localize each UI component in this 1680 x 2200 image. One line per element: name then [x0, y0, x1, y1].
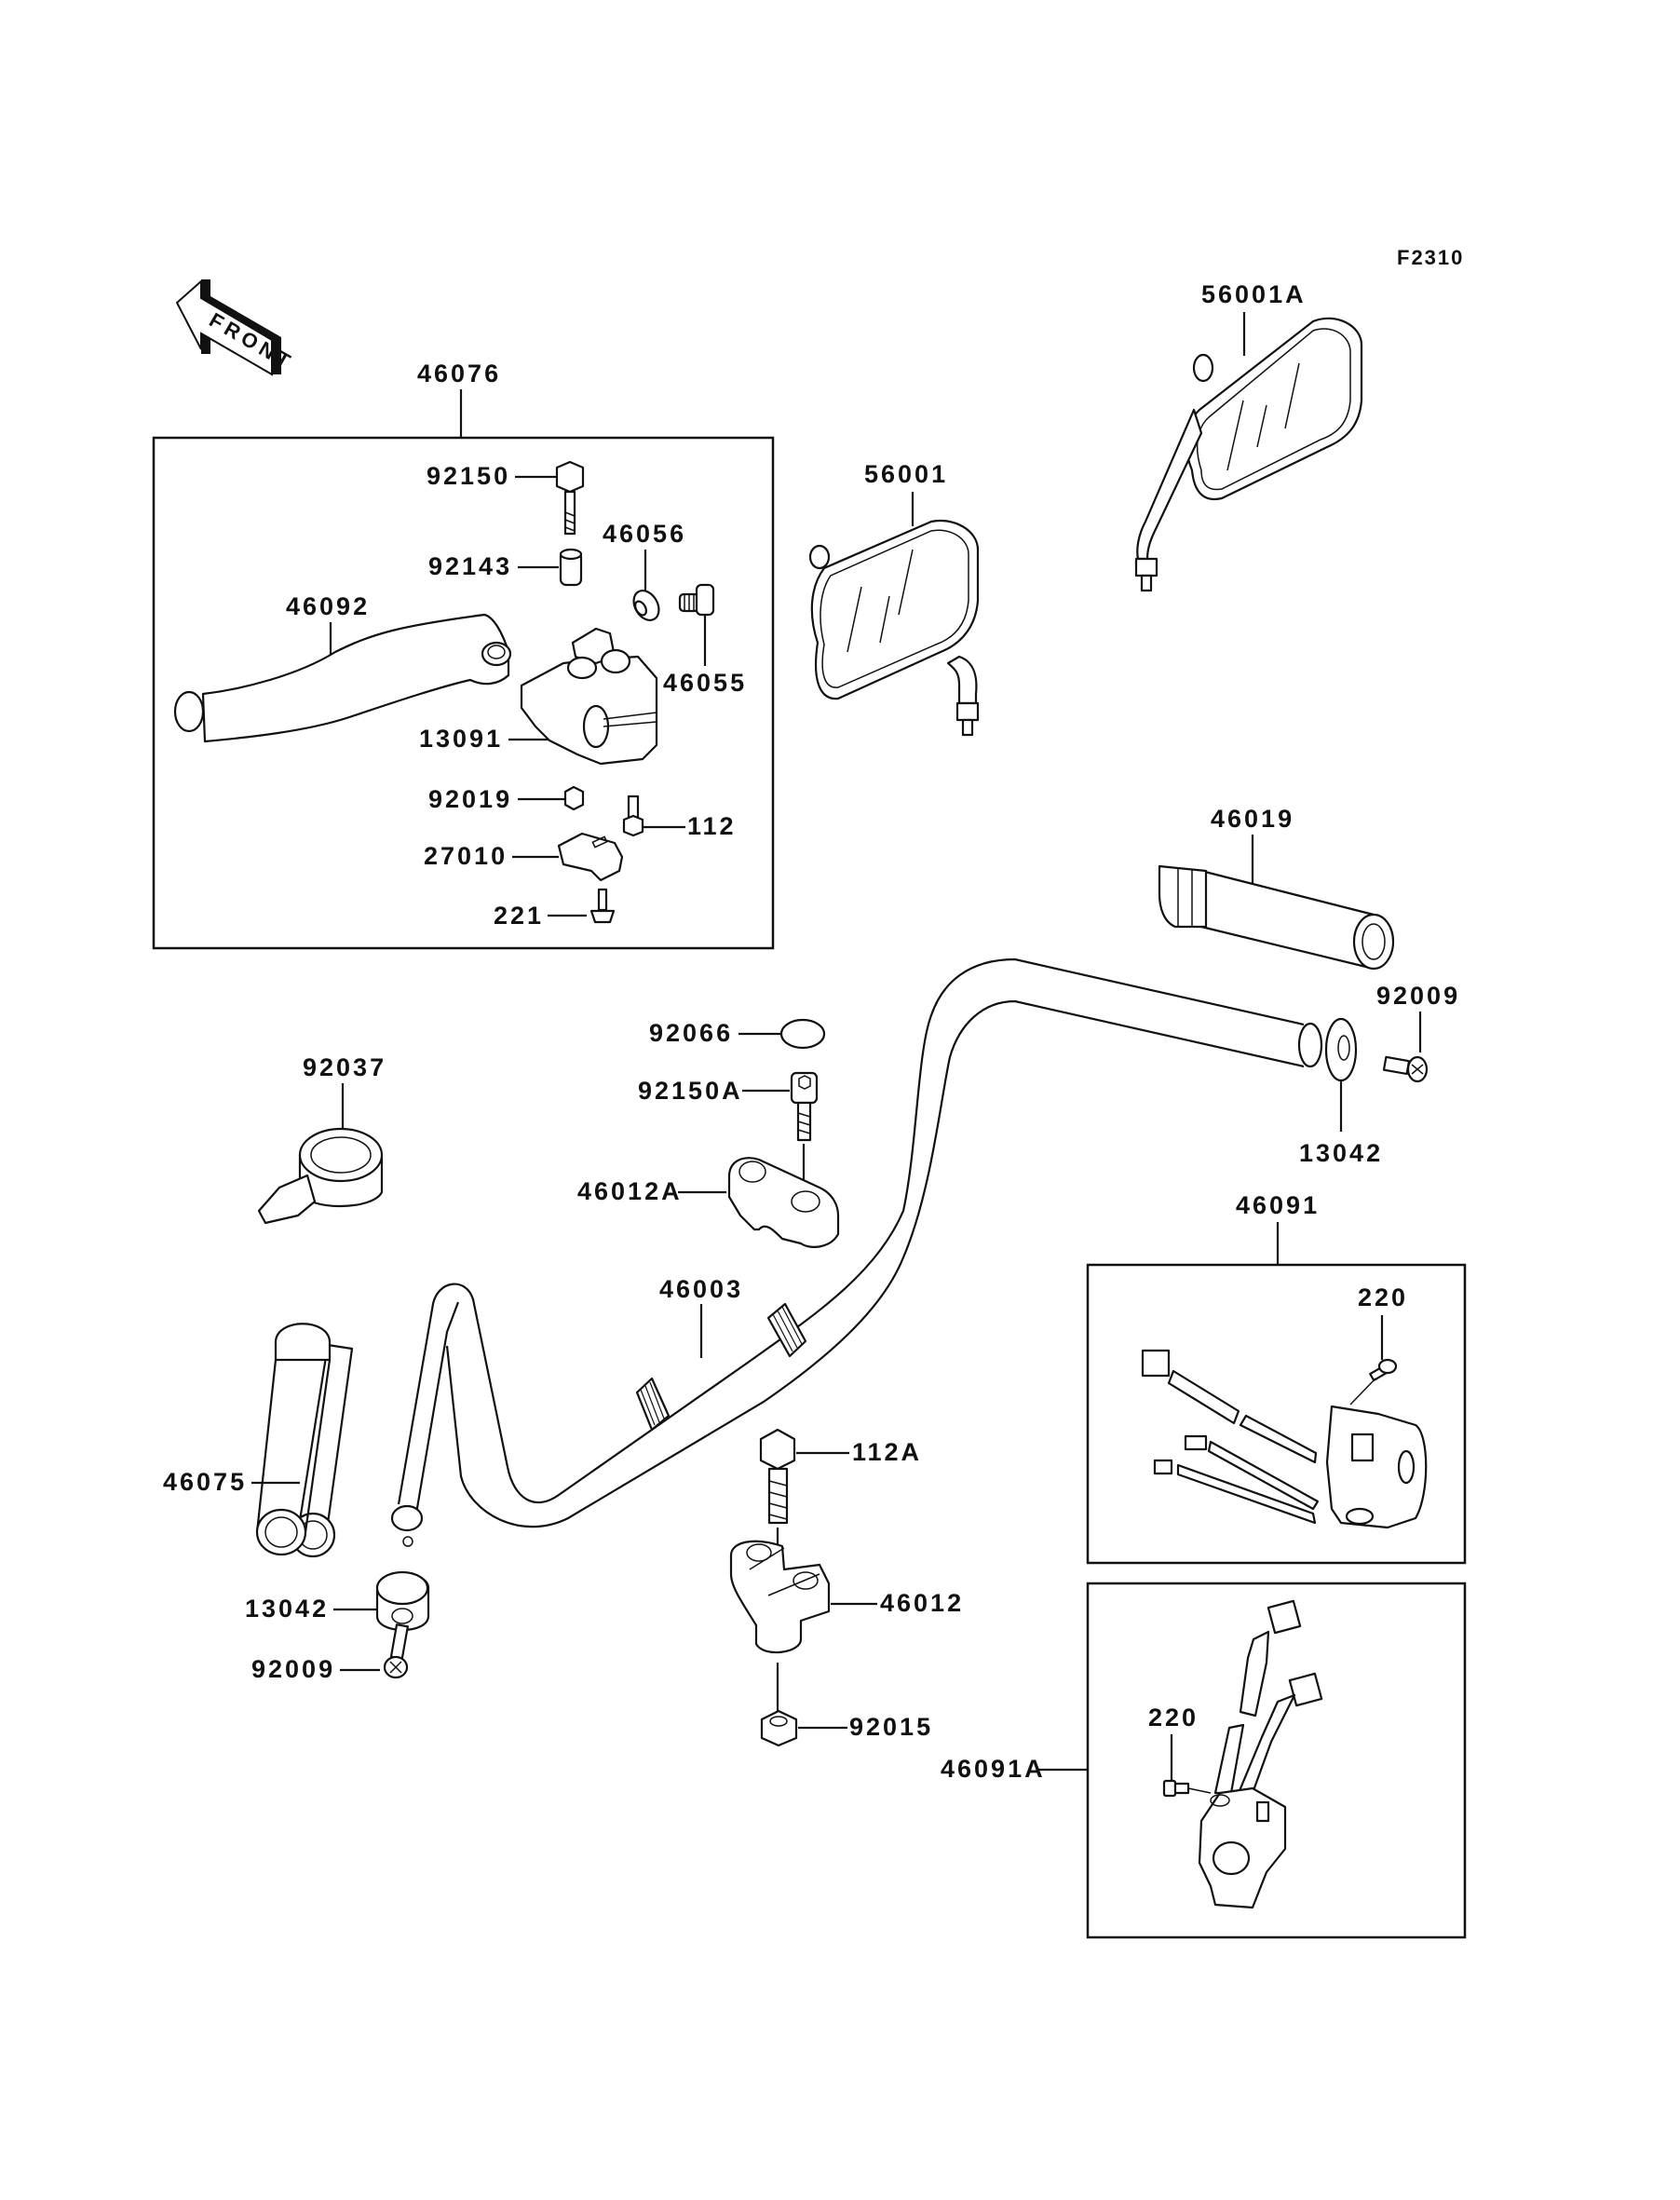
- holder-46012-icon: [729, 1540, 831, 1654]
- label-56001A: 56001A: [1201, 280, 1307, 308]
- label-46076: 46076: [417, 360, 501, 387]
- label-46091: 46091: [1236, 1191, 1320, 1219]
- mirror-56001-icon: [808, 519, 980, 737]
- label-56001: 56001: [864, 460, 948, 488]
- group-46091A: 46091A 220: [941, 1582, 1467, 1939]
- grip-46075: 46075: [163, 1323, 354, 1558]
- label-112A: 112A: [852, 1438, 922, 1466]
- label-46019: 46019: [1211, 805, 1294, 833]
- label-13091: 13091: [419, 725, 503, 753]
- label-92143: 92143: [428, 552, 512, 580]
- box-46076: [152, 436, 775, 950]
- bolt-112A-icon: [759, 1428, 796, 1525]
- label-27010: 27010: [424, 842, 508, 870]
- mirror-56001A: 56001A: [1134, 280, 1363, 592]
- label-46012: 46012: [880, 1589, 964, 1617]
- lever-46092-icon: [173, 613, 512, 743]
- bolt-112-icon: [622, 794, 644, 837]
- throttle-grip-46019-icon: [1158, 864, 1395, 971]
- bar-end-weight-13042-left-icon: [375, 1570, 430, 1632]
- label-92066: 92066: [649, 1019, 733, 1047]
- label-112: 112: [687, 812, 737, 840]
- collar-92143-icon: [559, 548, 583, 587]
- label-13042-left: 13042: [245, 1595, 329, 1623]
- bar-end-weight-13042-right-icon: [1324, 1017, 1358, 1082]
- clamp-92037: 92037: [257, 1053, 386, 1225]
- label-46075: 46075: [163, 1468, 247, 1496]
- label-46092: 46092: [286, 592, 370, 620]
- bolt-92150A-icon: [790, 1071, 819, 1142]
- handlebar-46003-icon: [390, 957, 1323, 1547]
- group-46076: 46076 92150 92143 46056 46055: [152, 360, 775, 950]
- clamp-92037-icon: [257, 1127, 384, 1225]
- label-92150: 92150: [427, 462, 510, 490]
- lower-holder-parts: 112A 46012 92015: [729, 1428, 964, 1747]
- screw-92009-left-icon: [383, 1623, 409, 1679]
- screw-220-b-icon: [1162, 1779, 1190, 1798]
- left-bar-end: 13042 92009: [245, 1570, 430, 1683]
- box-46091A: [1086, 1582, 1467, 1939]
- mirror-56001: 56001: [808, 460, 980, 737]
- clutch-switch-27010-icon: [557, 832, 624, 882]
- label-13042-right: 13042: [1299, 1139, 1383, 1167]
- adjuster-46055-icon: [678, 583, 715, 617]
- nut-92015-icon: [760, 1709, 798, 1747]
- box-46091: [1086, 1263, 1467, 1565]
- throttle-grip-46019: 46019: [1158, 805, 1395, 971]
- screw-92009-right-icon: [1382, 1055, 1429, 1083]
- figure-id: F2310: [1397, 246, 1464, 269]
- bolt-92150-icon: [555, 460, 585, 536]
- label-46055: 46055: [663, 669, 747, 697]
- mirror-56001A-icon: [1134, 317, 1363, 592]
- label-221: 221: [494, 902, 544, 930]
- label-92009-left: 92009: [251, 1655, 335, 1683]
- label-92019: 92019: [428, 785, 512, 813]
- screw-221-icon: [589, 888, 616, 924]
- handlebar-46003: 46003: [390, 957, 1323, 1547]
- label-220-b: 220: [1148, 1704, 1199, 1731]
- label-46091A: 46091A: [941, 1755, 1046, 1783]
- holder-46012A-icon: [727, 1157, 840, 1248]
- right-bar-end: 92009 13042: [1299, 982, 1460, 1167]
- label-46003: 46003: [659, 1275, 743, 1303]
- screw-220-a-icon: [1369, 1358, 1398, 1382]
- label-92015: 92015: [849, 1713, 933, 1741]
- label-46056: 46056: [603, 520, 686, 548]
- right-switch-46091-icon: [1141, 1349, 1428, 1529]
- left-switch-46091A-icon: [1198, 1599, 1323, 1909]
- cap-92066-icon: [779, 1018, 826, 1050]
- group-46091: 46091 220: [1086, 1191, 1467, 1565]
- label-92150A: 92150A: [638, 1077, 743, 1105]
- label-92037: 92037: [303, 1053, 386, 1081]
- adjuster-nut-46056-icon: [632, 590, 660, 621]
- front-arrow-icon: FRONT: [175, 278, 298, 376]
- lever-holder-13091-icon: [520, 627, 658, 766]
- grip-46075-icon: [255, 1323, 354, 1558]
- upper-holder-parts: 92066 92150A 46012A: [577, 1018, 840, 1248]
- label-92009-right: 92009: [1376, 982, 1460, 1010]
- label-46012A: 46012A: [577, 1177, 683, 1205]
- nut-92019-icon: [563, 785, 585, 811]
- label-220-a: 220: [1358, 1283, 1408, 1311]
